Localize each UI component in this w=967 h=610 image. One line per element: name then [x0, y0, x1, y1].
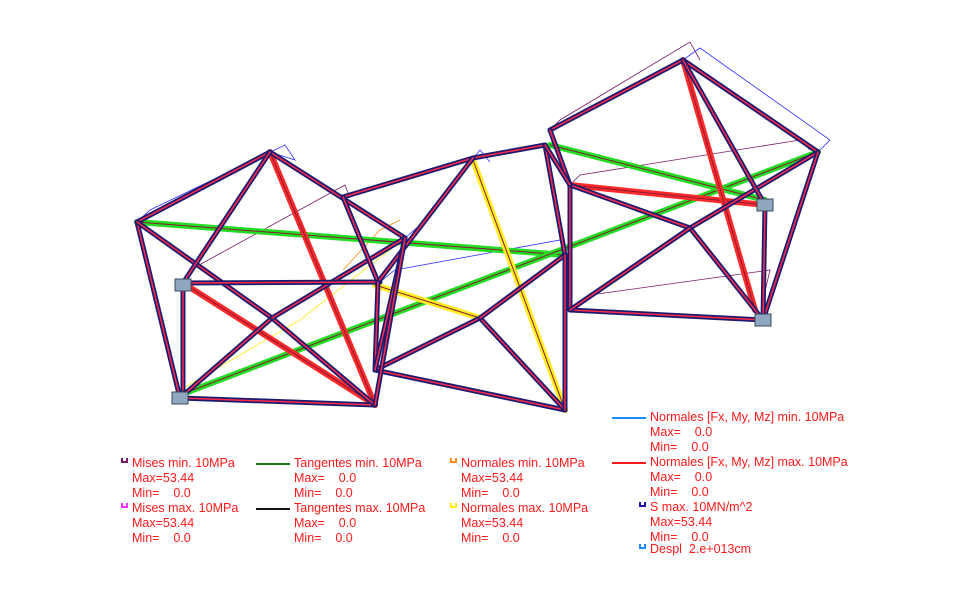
- legend-min: Min= 0.0: [132, 531, 191, 545]
- member-overlay: [136, 221, 181, 399]
- member-overlay: [374, 237, 406, 406]
- member-overlay: [179, 317, 273, 399]
- legend-label: S max. 10MN/m^2: [650, 500, 753, 514]
- legend-bracket-icon: [121, 503, 128, 508]
- member-overlay: [182, 281, 381, 284]
- legend-min: Min= 0.0: [650, 530, 709, 544]
- legend-label: Normales max. 10MPa: [461, 501, 589, 515]
- legend-max: Max= 0.0: [294, 516, 357, 530]
- member-overlay: [182, 151, 271, 284]
- member-overlay: [479, 317, 566, 411]
- legend-line-icon: [612, 462, 646, 464]
- legend-max: Max=53.44: [650, 515, 713, 529]
- member-overlay: [136, 221, 273, 319]
- member-overlay: [472, 144, 546, 159]
- truss-members: [134, 57, 821, 413]
- member-overlay: [549, 59, 684, 131]
- legend-max: Max= 0.0: [294, 471, 357, 485]
- member-centerline: [269, 151, 376, 406]
- legend-line-icon: [256, 463, 290, 465]
- legend-line-icon: [612, 417, 646, 419]
- legend-label: Normales min. 10MPa: [461, 456, 585, 470]
- member-overlay: [374, 317, 481, 371]
- member-overlay: [544, 144, 566, 256]
- legend-bracket-icon: [639, 502, 646, 507]
- member-centerline: [549, 144, 766, 201]
- member-overlay: [569, 184, 691, 229]
- member-centerline: [179, 151, 819, 396]
- legend-min: Min= 0.0: [294, 486, 353, 500]
- legend-bracket-icon: [121, 458, 128, 463]
- member-overlay: [689, 227, 764, 321]
- legend-label: Tangentes min. 10MPa: [294, 456, 422, 470]
- legend-label: Tangentes max. 10MPa: [294, 501, 426, 515]
- legend-item-despl: Despl 2.e+013cm: [639, 542, 752, 557]
- legend-min: Min= 0.0: [132, 486, 191, 500]
- member-overlay: [544, 144, 571, 186]
- member-overlay: [136, 151, 271, 223]
- legend-label: Normales [Fx, My, Mz] min. 10MPa: [650, 410, 845, 424]
- member-overlay: [374, 369, 566, 411]
- legend-line-icon: [256, 508, 290, 510]
- member-overlay: [479, 254, 566, 319]
- member-overlay: [342, 157, 474, 198]
- support-node: [171, 391, 189, 405]
- member-overlay: [682, 59, 766, 206]
- legend-min: Min= 0.0: [650, 485, 709, 499]
- legend-max: Max=53.44: [461, 516, 524, 530]
- member-overlay: [682, 59, 819, 153]
- legend-max: Max= 0.0: [650, 470, 713, 484]
- support-node: [756, 198, 774, 212]
- legend-label: Normales [Fx, My, Mz] max. 10MPa: [650, 455, 848, 469]
- legend-min: Min= 0.0: [650, 440, 709, 454]
- member-overlay: [377, 157, 474, 283]
- member-overlay: [569, 309, 764, 321]
- legend-min: Min= 0.0: [461, 531, 520, 545]
- legend-min: Min= 0.0: [294, 531, 353, 545]
- supports: [171, 198, 774, 405]
- member-overlay: [762, 151, 819, 321]
- member-overlay: [271, 317, 376, 406]
- legend-max: Max=53.44: [461, 471, 524, 485]
- member-centerline: [682, 59, 756, 311]
- member-overlay: [179, 397, 376, 406]
- member-centerline: [472, 159, 566, 411]
- member-overlay: [569, 227, 691, 311]
- support-node: [174, 278, 192, 292]
- legend-max: Max= 0.0: [650, 425, 713, 439]
- member-centerline: [136, 221, 566, 256]
- legend-bracket-icon: [450, 458, 457, 463]
- member-overlay: [762, 204, 766, 321]
- legend-bracket-icon: [639, 544, 646, 549]
- member-overlay: [342, 196, 379, 283]
- member-overlay: [269, 151, 406, 239]
- legend-label: Mises max. 10MPa: [132, 501, 239, 515]
- legend-max: Max=53.44: [132, 471, 195, 485]
- legend-label: Despl 2.e+013cm: [650, 542, 752, 556]
- legend-min: Min= 0.0: [461, 486, 520, 500]
- member-overlay: [374, 281, 379, 371]
- legend-bracket-icon: [450, 503, 457, 508]
- legend-max: Max=53.44: [132, 516, 195, 530]
- member-centerline: [182, 282, 376, 406]
- member-overlay: [271, 237, 406, 319]
- support-node: [754, 313, 772, 327]
- legend-label: Mises min. 10MPa: [132, 456, 235, 470]
